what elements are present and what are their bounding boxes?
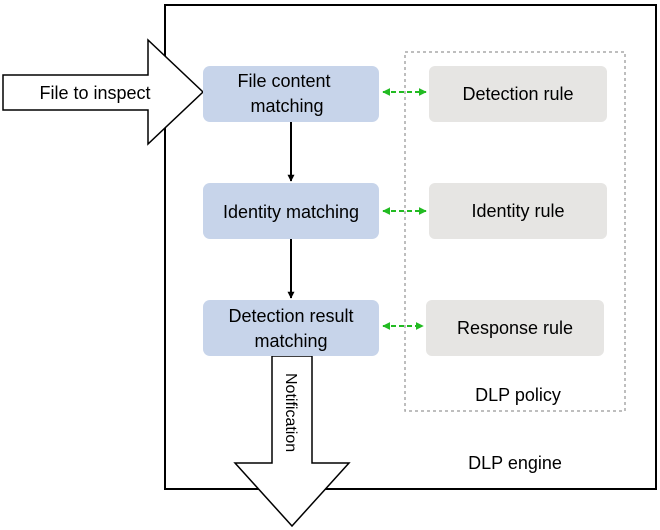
input-arrow bbox=[2, 38, 205, 146]
dlp-policy-frame bbox=[404, 51, 626, 412]
step-box-detection-result bbox=[203, 300, 379, 356]
step-box-file-content bbox=[203, 66, 379, 122]
dlp-engine-label: DLP engine bbox=[468, 453, 562, 473]
step-label-file-content-line1: File content bbox=[237, 71, 330, 91]
rule-box-response bbox=[426, 300, 604, 356]
step-box-identity bbox=[203, 183, 379, 239]
output-arrow bbox=[233, 355, 351, 528]
step-label-identity: Identity matching bbox=[223, 202, 359, 222]
step-label-detection-result-line2: matching bbox=[254, 331, 327, 351]
rule-box-detection bbox=[429, 66, 607, 122]
step-label-file-content-line2: matching bbox=[250, 96, 323, 116]
output-arrow-label: Notification bbox=[282, 373, 299, 452]
dlp-policy-label: DLP policy bbox=[475, 385, 561, 405]
step-label-detection-result-line1: Detection result bbox=[228, 306, 353, 326]
input-arrow-label: File to inspect bbox=[39, 83, 150, 103]
dlp-engine-frame bbox=[164, 4, 657, 490]
rule-label-identity: Identity rule bbox=[471, 201, 564, 221]
rule-box-identity bbox=[429, 183, 607, 239]
rule-label-response: Response rule bbox=[457, 318, 573, 338]
rule-label-detection: Detection rule bbox=[462, 84, 573, 104]
